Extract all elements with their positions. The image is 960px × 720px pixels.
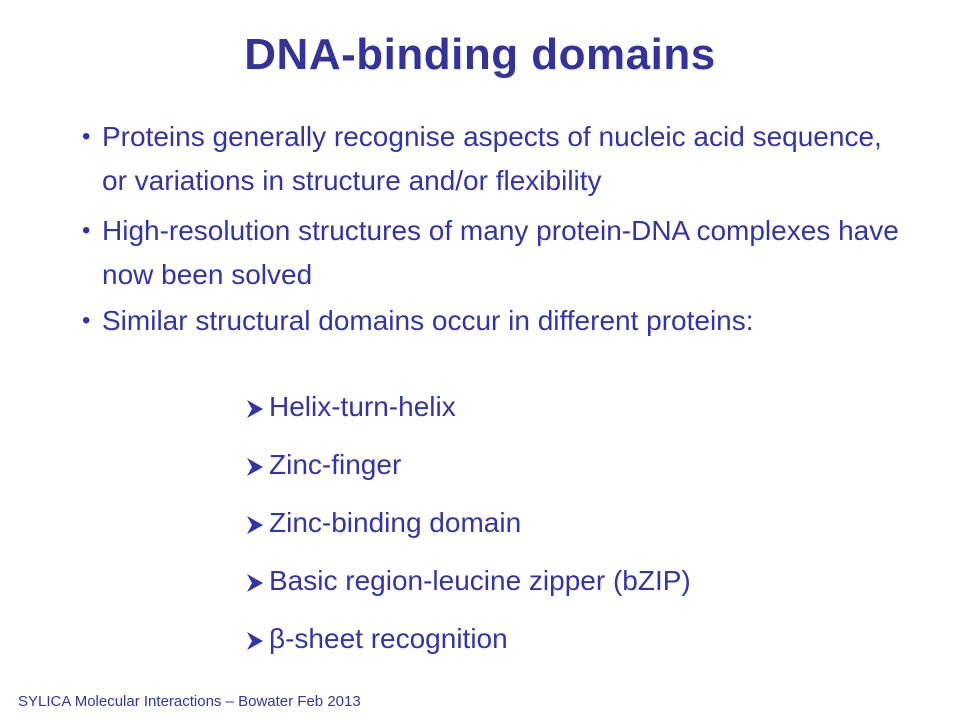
- bullet-text: Proteins generally recognise aspects of …: [102, 121, 882, 196]
- bullet-dot-icon: •: [82, 217, 91, 244]
- bullet-item: • Similar structural domains occur in di…: [82, 299, 912, 343]
- domain-list-text: β-sheet recognition: [269, 623, 508, 654]
- domain-list-text: Zinc-binding domain: [269, 507, 522, 538]
- domain-list-text: Basic region-leucine zipper (bZIP): [269, 565, 691, 596]
- bullet-item: • High-resolution structures of many pro…: [82, 209, 912, 297]
- domain-list-item: Basic region-leucine zipper (bZIP): [245, 552, 691, 610]
- arrow-bullet-icon: [245, 630, 265, 652]
- domain-list-text: Zinc-finger: [269, 449, 402, 480]
- domain-list-item: Zinc-binding domain: [245, 494, 691, 552]
- bullet-dot-icon: •: [82, 123, 91, 150]
- arrow-bullet-icon: [245, 398, 265, 420]
- bullet-item: • Proteins generally recognise aspects o…: [82, 115, 912, 203]
- domain-list: Helix-turn-helix Zinc-finger Zinc-bindin…: [245, 378, 691, 668]
- bullet-text: Similar structural domains occur in diff…: [102, 305, 754, 336]
- domain-list-item: Zinc-finger: [245, 436, 691, 494]
- arrow-bullet-icon: [245, 572, 265, 594]
- arrow-bullet-icon: [245, 456, 265, 478]
- bullet-text: High-resolution structures of many prote…: [102, 215, 899, 290]
- slide-title: DNA-binding domains: [244, 30, 716, 79]
- arrow-bullet-icon: [245, 514, 265, 536]
- domain-list-item: Helix-turn-helix: [245, 378, 691, 436]
- bullet-dot-icon: •: [82, 307, 91, 334]
- domain-list-item: β-sheet recognition: [245, 610, 691, 668]
- bullet-list: • Proteins generally recognise aspects o…: [82, 115, 912, 343]
- slide-footer: SYLICA Molecular Interactions – Bowater …: [18, 693, 361, 710]
- domain-list-text: Helix-turn-helix: [269, 391, 456, 422]
